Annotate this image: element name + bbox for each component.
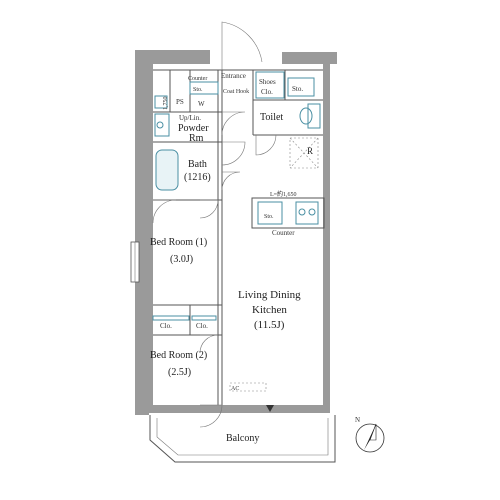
toilet-fixture <box>299 103 321 129</box>
bath-size-label: (1216) <box>184 172 211 183</box>
storage-small-label: Sto. <box>193 87 203 93</box>
closet-fixtures <box>152 315 217 321</box>
ps-label: PS <box>176 98 184 106</box>
shoes-closet-label-2: Clo. <box>261 88 273 96</box>
entrance-door <box>221 21 263 71</box>
structural-walls <box>135 50 337 415</box>
toilet-label: Toilet <box>260 112 283 123</box>
powder-room-label: Powder <box>178 123 209 134</box>
ldk-label: Living Dining <box>238 289 301 301</box>
closet1-label: Clo. <box>160 322 172 330</box>
bath-fixture <box>155 149 179 191</box>
bedroom2-label: Bed Room (2) <box>150 350 207 361</box>
bedroom1-size-label: (3.0J) <box>170 254 193 265</box>
up-lin-label: Up/Lin. <box>179 114 201 122</box>
ldk-size-label: (11.5J) <box>254 319 285 331</box>
coat-hook-label: Coat Hook <box>223 89 249 95</box>
refrigerator-label: R <box>307 146 313 156</box>
bedroom1-window <box>130 241 140 283</box>
entry-arrow-icon <box>266 405 274 412</box>
bedroom1-label: Bed Room (1) <box>150 237 207 248</box>
bedroom2-size-label: (2.5J) <box>168 367 191 378</box>
kitchen-counter <box>251 197 325 229</box>
bath-label: Bath <box>188 159 207 170</box>
north-label: N <box>355 416 360 424</box>
powder-room-fixtures <box>154 95 170 137</box>
entrance-label: Entrance <box>221 72 246 80</box>
kitchen-length-label: L=約1,650 <box>270 190 297 198</box>
balcony <box>149 415 336 463</box>
closet2-label: Clo. <box>196 322 208 330</box>
entrance-storage-fixtures <box>189 71 315 99</box>
storage-entrance-label: Sto. <box>292 85 303 93</box>
counter-label: Counter <box>272 229 295 237</box>
ac-unit <box>229 382 267 392</box>
ceiling-height-label: 1,750 <box>163 97 169 111</box>
north-arrow-icon: N <box>355 416 385 453</box>
counter-small-label: Counter <box>188 76 207 82</box>
washer-label: W <box>198 100 205 108</box>
refrigerator-space <box>289 137 319 169</box>
balcony-label: Balcony <box>226 433 259 444</box>
kitchen-storage-label: Sto. <box>264 214 274 220</box>
ac-label: AC <box>231 386 239 392</box>
powder-room-label-2: Rm <box>189 133 204 144</box>
ldk-label-2: Kitchen <box>252 304 287 316</box>
shoes-closet-label: Shoes <box>259 78 276 86</box>
interior-doors <box>152 111 277 428</box>
